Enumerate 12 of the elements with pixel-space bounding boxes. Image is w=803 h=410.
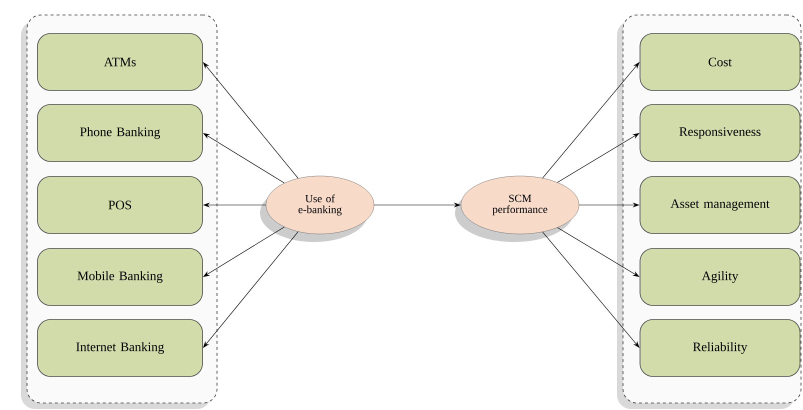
rounded-box: Mobile Banking bbox=[37, 248, 203, 306]
rounded-box: POS bbox=[37, 176, 203, 234]
rounded-box: ATMs bbox=[37, 33, 203, 91]
rounded-box: Responsiveness bbox=[640, 104, 800, 162]
rounded-box: Agility bbox=[640, 248, 800, 306]
rounded-box: Reliability bbox=[640, 319, 800, 377]
rounded-box: Phone Banking bbox=[37, 104, 203, 162]
rounded-box: Asset management bbox=[640, 176, 800, 234]
ellipse-node: Use of e-banking bbox=[260, 176, 374, 242]
rounded-box: Internet Banking bbox=[37, 319, 203, 377]
rounded-box: Cost bbox=[640, 33, 800, 91]
ellipse-node: SCM performance bbox=[455, 176, 580, 242]
